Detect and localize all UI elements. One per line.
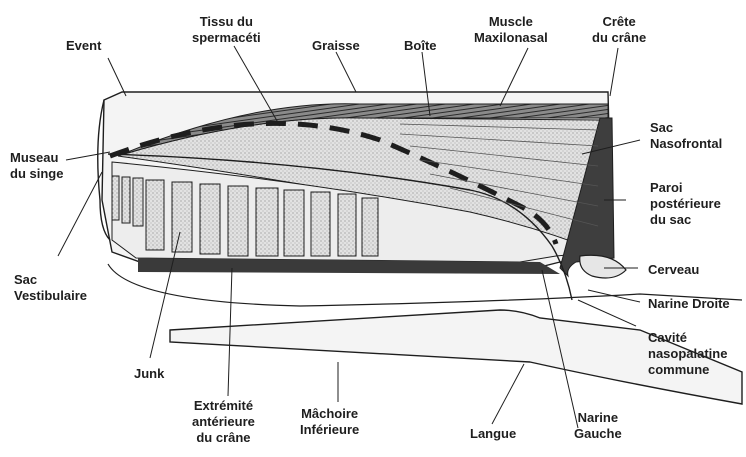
label-tissu-spermaceti: Tissu du spermacéti: [192, 14, 261, 46]
label-muscle-maxilonasal: Muscle Maxilonasal: [474, 14, 548, 46]
label-junk: Junk: [134, 366, 164, 382]
label-boite: Boîte: [404, 38, 437, 54]
label-machoire-inferieure: Mâchoire Inférieure: [300, 406, 359, 438]
label-narine-gauche: Narine Gauche: [574, 410, 622, 442]
label-sac-nasofrontal: Sac Nasofrontal: [650, 120, 722, 152]
label-crete-crane: Crête du crâne: [592, 14, 646, 46]
label-cavite-nasopalatine: Cavité nasopalatine commune: [648, 330, 727, 378]
label-langue: Langue: [470, 426, 516, 442]
label-paroi-posterieure: Paroi postérieure du sac: [650, 180, 721, 228]
label-sac-vestibulaire: Sac Vestibulaire: [14, 272, 87, 304]
label-extremite-crane: Extrémité antérieure du crâne: [192, 398, 255, 446]
label-narine-droite: Narine Droite: [648, 296, 730, 312]
label-museau-singe: Museau du singe: [10, 150, 63, 182]
label-graisse: Graisse: [312, 38, 360, 54]
label-event: Event: [66, 38, 101, 54]
brain: [580, 255, 626, 278]
label-cerveau: Cerveau: [648, 262, 699, 278]
